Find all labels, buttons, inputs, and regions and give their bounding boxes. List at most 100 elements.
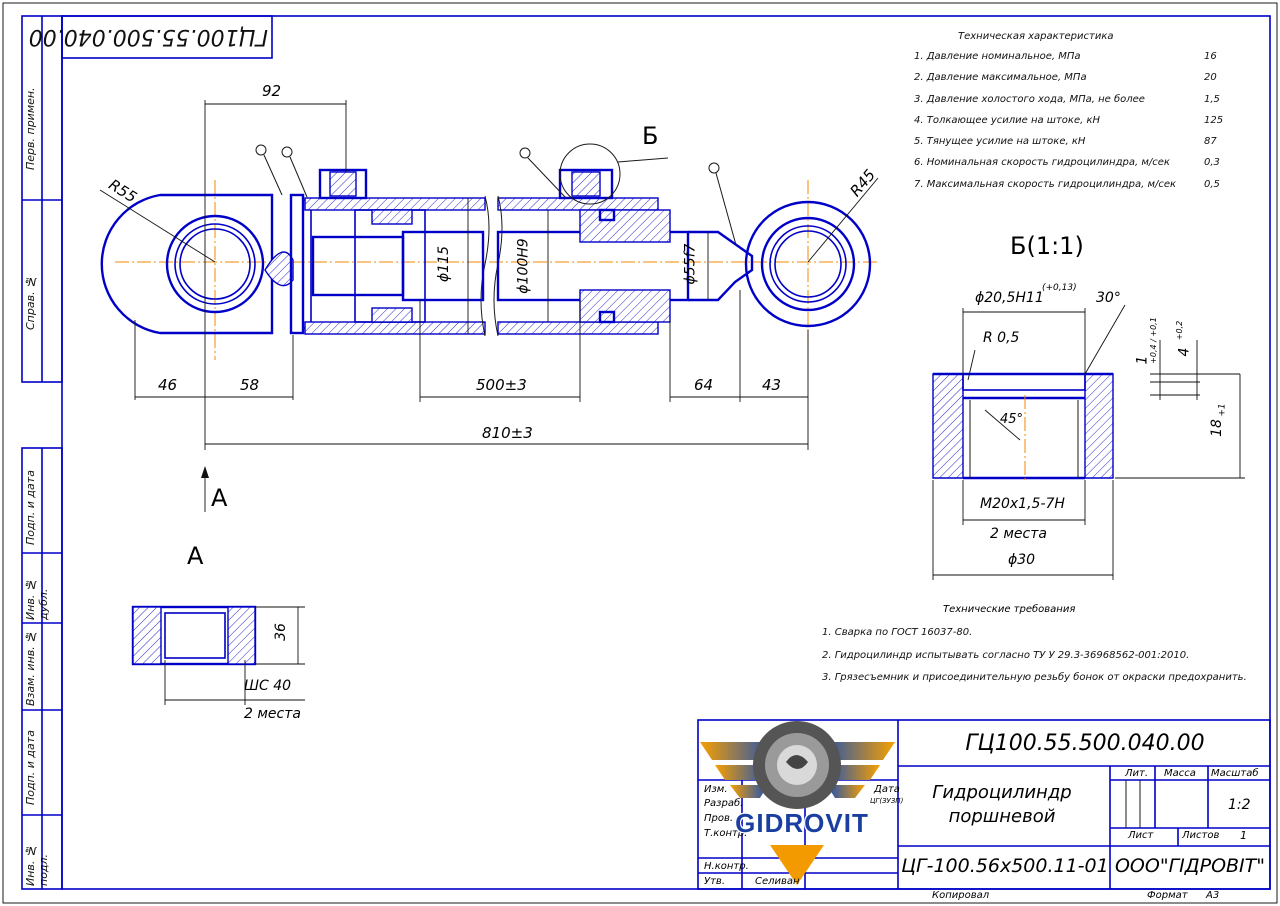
title-block-grid [697,719,1271,890]
detail-b-title: Б(1:1) [1010,232,1084,260]
title-block-izm: Изм. [704,784,728,795]
title-block-listov-label: Листов [1182,830,1220,841]
mirrored-drawing-code: ГЦ100.55.500.040.00 [28,24,268,49]
title-block-company: ООО"ГІДРОВІТ" [1114,855,1266,877]
title-block-scale: 1:2 [1228,797,1251,813]
side-label-inv-podl: Инв. № подл. [24,844,50,886]
spec-label: 5. Тянущее усилие на штоке, кН [914,136,1086,148]
view-arrow-label-a: А [211,484,228,512]
side-label-inv-dubl: Инв. № дубл. [24,578,50,620]
gidrovit-logo [700,721,895,885]
copied-label: Копировал [932,890,990,901]
spec-value: 16 [1204,51,1217,62]
title-block-partial-code: ЦГ(ЗУЗП) [870,797,904,805]
spec-label: 4. Толкающее усилие на штоке, кН [914,114,1101,126]
detail-b-d20-tol: (+0,13) [1042,283,1077,293]
section-label-b: Б [642,122,659,150]
detail-b-d30: ϕ30 [1008,552,1036,568]
detail-b-r05: R 0,5 [983,330,1020,346]
title-block-masshtab-label: Масштаб [1211,768,1259,779]
title-block-tkontr: Т.контр. [704,828,748,839]
title-block-razrab: Разраб. [704,798,744,809]
spec-value: 0,3 [1204,157,1220,169]
spec-value: 125 [1204,114,1224,126]
title-block-name-1: Гидроцилиндр [932,782,1072,803]
spec-label: 6. Номинальная скорость гидроцилиндра, м… [914,157,1170,169]
requirements-title: Технические требования [943,604,1076,615]
requirements-list: 1. Сварка по ГОСТ 16037-80. 2. Гидроцилин… [822,627,1262,695]
dia-100: ϕ100H9 [515,238,532,294]
specs-table: 1. Давление номинальное, МПа 16 2. Давлени… [914,51,1234,200]
title-block-designation: ЦГ-100.56х500.11-01 [901,855,1109,877]
detail-b-dim18-tol: +1 [1217,403,1228,417]
specs-title: Техническая характеристика [958,31,1114,42]
side-label-vzam-inv: Взам. инв. № [24,629,37,706]
title-block-prov: Пров. [704,813,734,824]
logo-text: GIDROVIT [735,808,869,838]
mirrored-code-box [61,15,273,59]
spec-row: 1. Давление номинальное, МПа 16 [914,51,1234,72]
dim-46: 46 [158,376,178,394]
title-block-nkontr: Н.контр. [704,861,749,872]
main-view-dimensions [99,100,879,512]
dim-810: 810±3 [482,424,533,442]
spec-value: 0,5 [1204,178,1220,190]
requirement-item: 1. Сварка по ГОСТ 16037-80. [822,627,973,638]
detail-b-dim1-tol: +0,4 / +0,1 [1148,317,1158,364]
spec-row: 6. Номинальная скорость гидроцилиндра, м… [914,157,1234,178]
view-a-places: 2 места [244,706,301,722]
detail-b-places: 2 места [990,526,1047,542]
dim-43: 43 [762,376,782,394]
title-block-massa-label: Масса [1164,768,1196,779]
side-label-perv-primen: Перв. примен. [24,87,37,170]
detail-b-dim18: 18 [1208,419,1225,437]
spec-value: 1,5 [1204,93,1220,105]
view-a-bearing: ШС 40 [244,678,292,694]
view-a-title: А [187,542,204,570]
requirement-item: 2. Гидроцилиндр испытывать согласно ТУ У… [822,649,1190,661]
detail-b-angle30: 30° [1096,290,1121,306]
title-block-code: ГЦ100.55.500.040.00 [965,731,1205,756]
detail-b-dim4-tol: +0,2 [1175,320,1185,341]
title-block-list-label: Лист [1128,830,1154,841]
spec-row: 7. Максимальная скорость гидроцилиндра, … [914,179,1234,200]
view-a-dim36: 36 [272,623,289,641]
spec-label: 2. Давление максимальное, МПа [914,72,1087,84]
spec-label: 1. Давление номинальное, МПа [914,51,1081,62]
dim-92: 92 [262,82,282,100]
view-a [131,605,305,705]
title-block-name-2: поршневой [948,806,1056,827]
detail-b-thread: М20х1,5-7Н [980,496,1065,512]
spec-row: 4. Толкающее усилие на штоке, кН 125 [914,115,1234,136]
spec-label: 7. Максимальная скорость гидроцилиндра, … [914,178,1177,190]
main-cylinder-view [100,143,880,360]
title-block-utv: Утв. [704,876,725,887]
spec-row: 5. Тянущее усилие на штоке, кН 87 [914,136,1234,157]
side-stamp [21,15,63,890]
requirement-item: 3. Грязесъемник и присоединительную резь… [822,672,1247,683]
dia-115: ϕ115 [435,246,452,282]
side-label-podp-data-2: Подп. и дата [24,730,37,805]
dim-64: 64 [694,376,714,394]
side-label-podp-data-1: Подп. и дата [24,470,37,545]
title-block-data: Дата [874,784,900,795]
format-value: А3 [1206,890,1220,901]
dia-55: ϕ55f7 [682,243,699,285]
title-block-lit-label: Лит. [1125,768,1149,779]
spec-row: 2. Давление максимальное, МПа 20 [914,72,1234,93]
spec-label: 3. Давление холостого хода, МПа, не боле… [914,93,1145,105]
spec-value: 87 [1204,136,1217,148]
detail-b-dim4: 4 [1176,347,1193,357]
spec-row: 3. Давление холостого хода, МПа, не боле… [914,94,1234,115]
title-block-sheets-total: 1 [1240,829,1247,842]
dim-58: 58 [240,376,260,394]
detail-b-d20: ϕ20,5H11 [975,290,1044,306]
title-block-selivan: Селиван [755,876,800,887]
spec-value: 20 [1204,72,1217,84]
dim-500: 500±3 [476,376,527,394]
format-label: Формат [1147,890,1188,901]
detail-b-view [932,304,1245,580]
side-label-sprav-no: Справ. № [24,274,37,330]
